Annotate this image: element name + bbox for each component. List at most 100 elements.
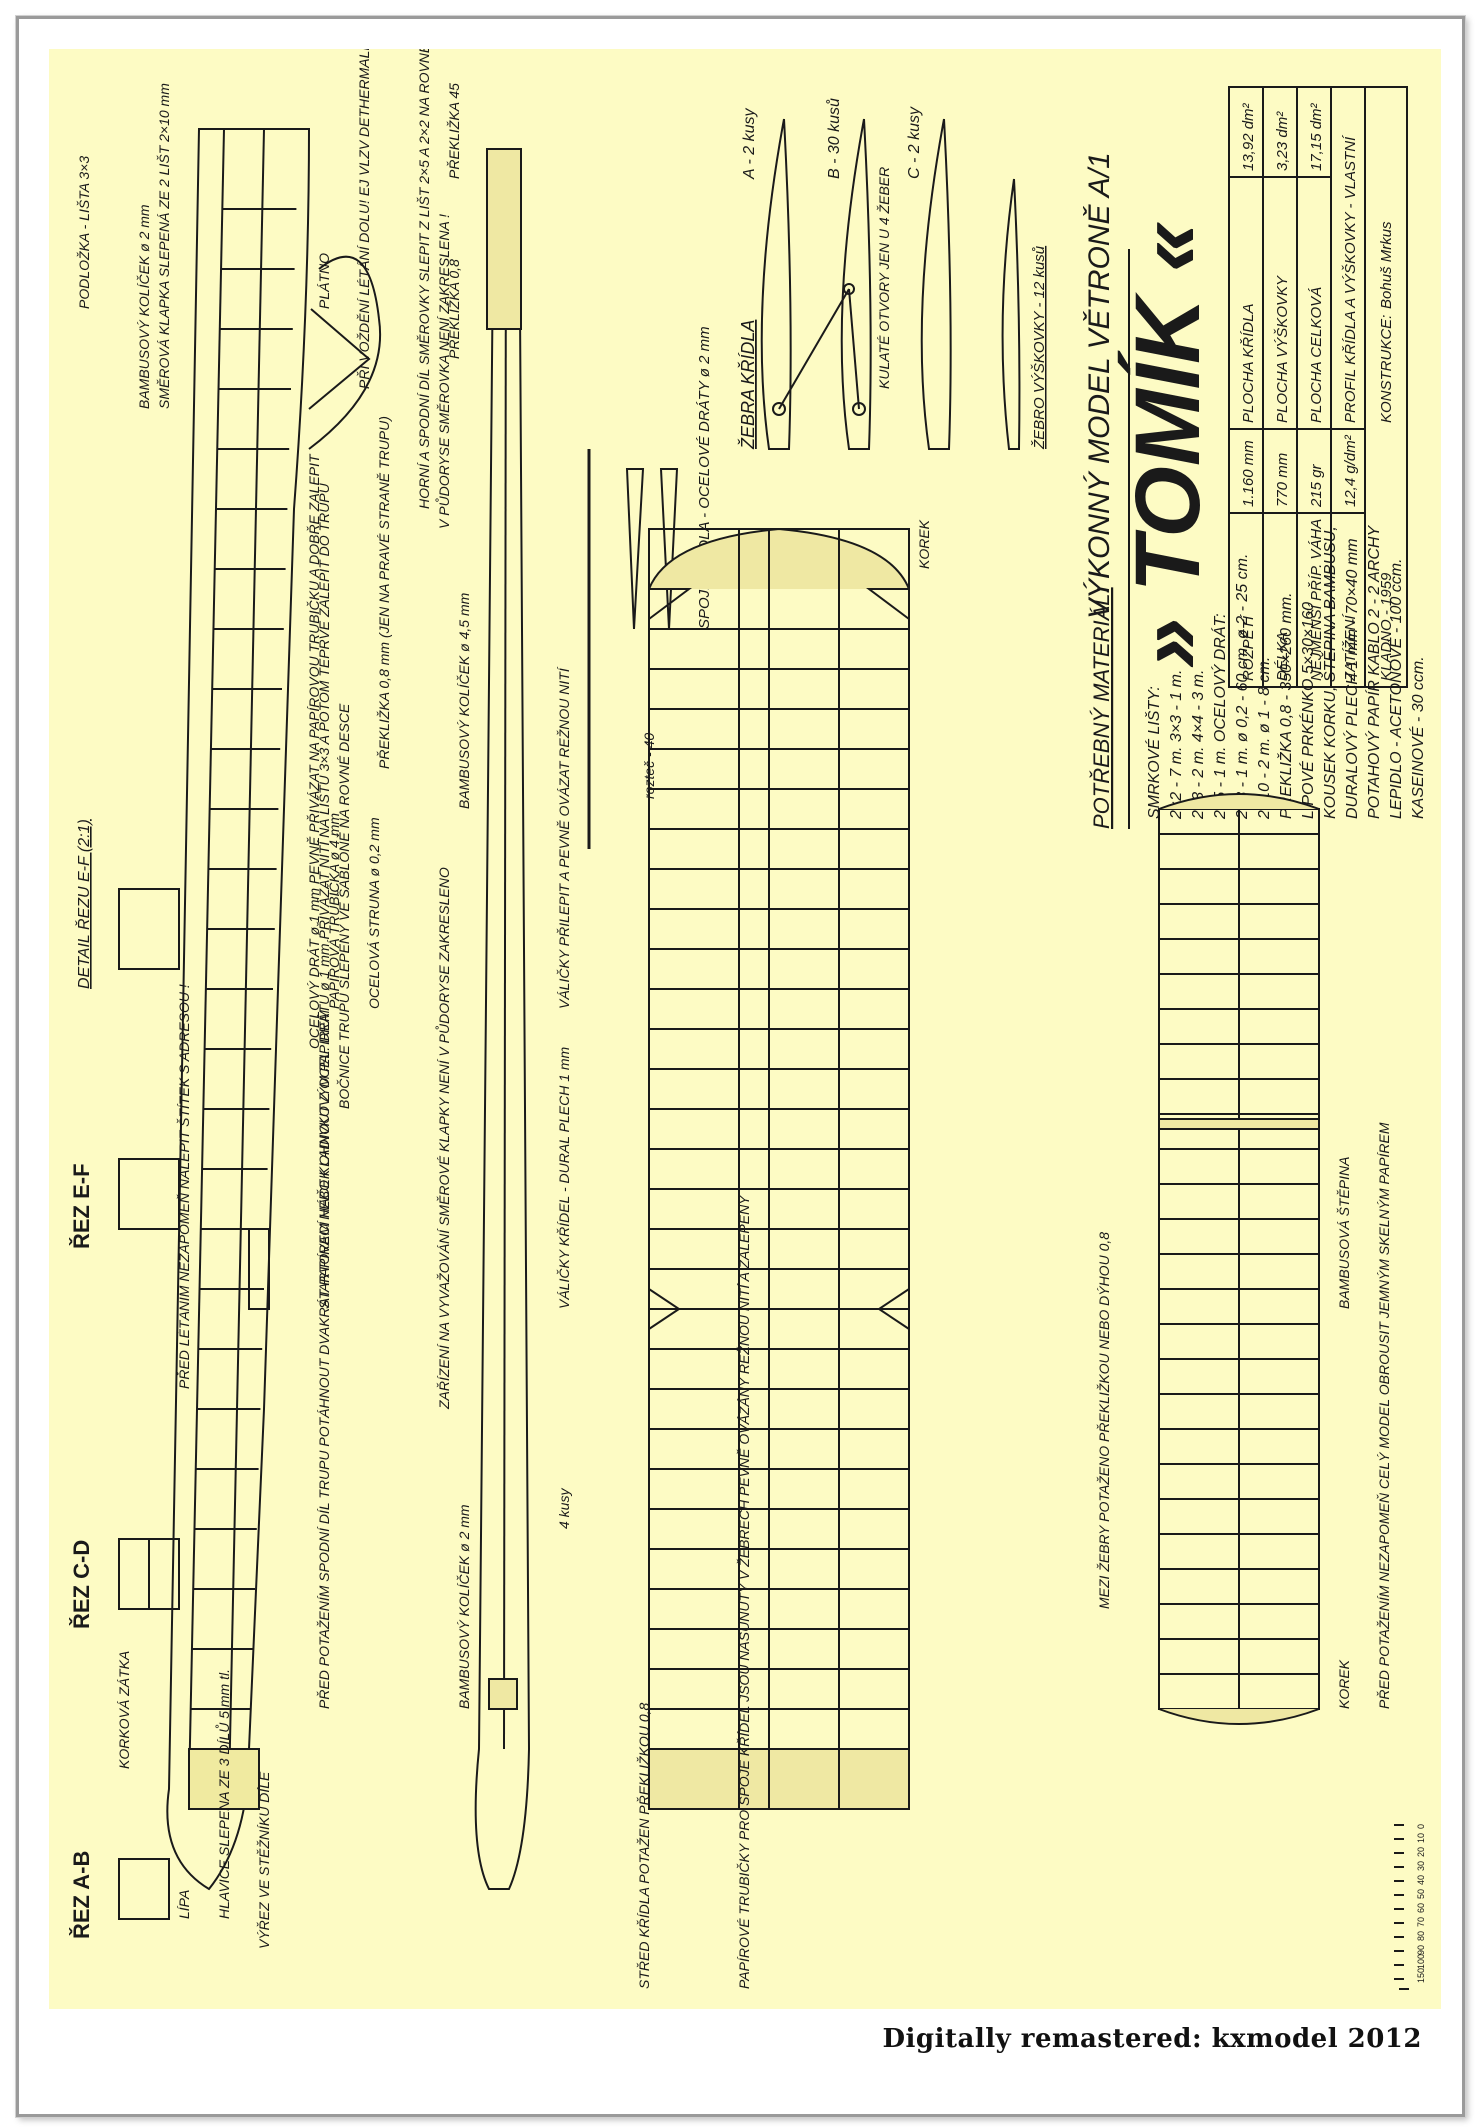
materials-line: PŘEKLIŽKA 0,8 - 350×260 mm. bbox=[1276, 592, 1295, 819]
spec-v1-1: 770 mm bbox=[1274, 453, 1291, 507]
scale-tick-label: 20 bbox=[1416, 1847, 1426, 1857]
section-cd-label: ŘEZ C-D bbox=[69, 1540, 94, 1629]
scale-tick-label: 90 bbox=[1416, 1945, 1426, 1955]
note-stab-before: PŘED POTAŽENÍM NEZAPOMEŇ CELÝ MODEL OBRO… bbox=[1376, 1122, 1392, 1709]
note-wire: OCELOVÝ DRÁT ø 1 mm PEVNĚ PŘIVÁZAT NA PA… bbox=[306, 453, 322, 1049]
note-v-pudorys: V PŮDORYSE SMĚROVKA NENÍ ZAKRESLENA ! bbox=[434, 214, 452, 529]
stab-rib-label: ŽEBRO VÝŠKOVKY - 12 kusů bbox=[1031, 245, 1048, 450]
section-ef-label: ŘEZ E-F bbox=[69, 1163, 94, 1249]
spec-table: ROZPĚTÍ 1.160 mm PLOCHA KŘÍDLA 13,92 dm²… bbox=[1228, 86, 1408, 688]
remaster-credit: Digitally remastered: kxmodel 2012 bbox=[882, 2024, 1422, 2054]
note-platno: PLÁTNO bbox=[316, 253, 332, 309]
spec-designer: Bohuš Mrkus bbox=[1378, 221, 1395, 309]
note-hook: STARTOVACÍ HÁČEK OHNOUT Z OCEL. DRÁTU ø … bbox=[316, 482, 332, 1309]
note-sides: BOČNICE TRUPU SLEPENY VE ŠABLONĚ NA ROVN… bbox=[336, 703, 352, 1109]
spec-design-label: KONSTRUKCE: bbox=[1378, 315, 1395, 423]
note-smerova: SMĚROVÁ KLAPKA SLEPENÁ ZE 2 LIŠT 2×10 mm bbox=[156, 83, 172, 409]
plan-svg: VÝKONNÝ MODEL VĚTRONĚ A/1 » TOMÍK « bbox=[69, 49, 1427, 1990]
materials-line: KASEINOVÉ - 30 ccm. bbox=[1408, 656, 1427, 819]
materials-line: 2×8 - 1 m. ø 0,2 - 60 cm, ø 2 - 25 cm. bbox=[1234, 554, 1251, 820]
stab-korek: KOREK bbox=[1336, 1659, 1352, 1709]
spec-k1-0: ROZPĚTÍ bbox=[1240, 613, 1257, 681]
scale-tick-label: 80 bbox=[1416, 1931, 1426, 1941]
note-lipa: LÍPA bbox=[176, 1890, 192, 1919]
stab-plan: KOREK bbox=[1158, 793, 1352, 1725]
wing-plan: rozteč - 40 KOREK bbox=[587, 449, 932, 1810]
materials-line: LIPOVÉ PRKÉNKO 5×30×160 bbox=[1298, 602, 1317, 819]
materials-lines: SMRKOVÉ LIŠTY:2×2 - 7 m. 3×3 - 1 m.2×3 -… bbox=[1144, 525, 1427, 820]
rib-holes-label: KULATÉ OTVORY JEN U 4 ŽEBER bbox=[876, 167, 892, 389]
note-name-plate: PŘED LÉTÁNÍM NEZAPOMEŇ NALEPIT ŠTÍTEK S … bbox=[176, 984, 192, 1389]
spec-k1-2: NEJMENŠÍ PŘÍP. VÁHA bbox=[1308, 519, 1325, 681]
note-podlozka: PODLOŽKA - LIŠTA 3×3 bbox=[76, 156, 92, 309]
materials-line: 2×5 - 1 m. OCELOVÝ DRÁT: bbox=[1210, 613, 1229, 820]
note-cork: KORKOVÁ ZÁTKA bbox=[116, 1651, 132, 1769]
note-bamboo-45: BAMBUSOVÝ KOLÍČEK ø 4,5 mm bbox=[456, 592, 472, 809]
scale-tick-label: 40 bbox=[1416, 1875, 1426, 1885]
note-bamboo-pin: BAMBUSOVÝ KOLÍČEK ø 2 mm bbox=[136, 204, 152, 409]
spec-v1-0: 1.160 mm bbox=[1240, 440, 1257, 507]
note-bamboo-2: BAMBUSOVÝ KOLÍČEK ø 2 mm bbox=[456, 1504, 472, 1709]
scale-tick-label: 100 bbox=[1416, 1954, 1426, 1969]
note-fly: PŘI VOŽDĚNÍ LÉTÁNÍ DOLU! EJ VLZV DETHERM… bbox=[356, 49, 372, 389]
note-stab-between: MEZI ŽEBRY POTAŽENO PŘEKLIŽKOU NEBO DÝHO… bbox=[1096, 1232, 1112, 1609]
spec-v2-2: 17,15 dm² bbox=[1308, 102, 1325, 171]
spec-k2-1: PLOCHA VÝŠKOVKY bbox=[1274, 275, 1291, 423]
spec-k1-1: DÉLKA bbox=[1274, 632, 1291, 681]
fuselage-verticals bbox=[190, 208, 297, 1710]
scale-tick-label: 30 bbox=[1416, 1861, 1426, 1871]
note-tube: PAPÍROVÁ TRUBIČKA ø 4 mm bbox=[326, 813, 342, 1009]
materials-line: POTAHOVÝ PAPÍR KABLO 2 - 2 ARCHY bbox=[1364, 525, 1383, 819]
materials-heading: POTŘEBNÝ MATERIÁL: bbox=[1089, 587, 1114, 829]
note-string: OCELOVÁ STRUNA ø 0,2 mm bbox=[366, 817, 382, 1009]
wing-rib-lines bbox=[649, 628, 909, 1750]
note-center: STŘED KŘÍDLA POTAŽEN PŘEKLIŽKOU 0,8 bbox=[636, 1702, 652, 1989]
title-line1: VÝKONNÝ MODEL VĚTRONĚ A/1 bbox=[1083, 152, 1116, 619]
note-prekl-half: PŘEKLIŽKA 0,8 mm (JEN NA PRAVÉ STRANĚ TR… bbox=[376, 416, 392, 769]
scale-tick-label: 150 bbox=[1416, 1968, 1426, 1983]
spec-k2-3: PROFIL KŘÍDLA A VÝŠKOVKY - VLASTNÍ bbox=[1342, 134, 1359, 423]
rib-a-label: A - 2 kusy bbox=[741, 107, 758, 180]
fuselage-top-view bbox=[474, 148, 531, 1890]
plan-sheet: VÝKONNÝ MODEL VĚTRONĚ A/1 » TOMÍK « bbox=[49, 49, 1441, 2009]
scale-tick-label: 50 bbox=[1416, 1889, 1426, 1899]
note-pieces4: 4 kusy bbox=[556, 1488, 572, 1529]
note-prekl-08: PŘEKLIŽKA 0,8 bbox=[446, 259, 462, 359]
note-stab-bamboo: BAMBUSOVÁ ŠTĚPINA bbox=[1336, 1157, 1352, 1309]
sections: ŘEZ A-B ŘEZ C-D ŘEZ E-F DETAIL ŘEZU E-F … bbox=[69, 819, 180, 1939]
materials-line: 2×3 - 2 m. 4×4 - 3 m. bbox=[1190, 670, 1207, 820]
title-block: VÝKONNÝ MODEL VĚTRONĚ A/1 » TOMÍK « bbox=[1083, 152, 1219, 669]
note-vyrez: VÝŘEZ VE STĚŽNÍKU DÍLE bbox=[256, 1771, 272, 1949]
materials-line: KOUSEK KORKU, ŠTĚPINA BAMBUSU, bbox=[1320, 526, 1339, 819]
fuselage-side-view bbox=[166, 128, 382, 1891]
scale-tick-label: 0 bbox=[1416, 1824, 1426, 1829]
spec-v2-1: 3,23 dm² bbox=[1274, 111, 1291, 171]
spec-place: KLADNO - 1959 bbox=[1378, 572, 1395, 681]
rotated-drawing: VÝKONNÝ MODEL VĚTRONĚ A/1 » TOMÍK « bbox=[49, 49, 1441, 2009]
note-prekl-45: PŘEKLIŽKA 45 bbox=[446, 83, 462, 179]
note-head: HLAVICE SLEPENA ZE 3 DÍLŮ 5 mm tl. bbox=[214, 1669, 232, 1919]
spec-k2-2: PLOCHA CELKOVÁ bbox=[1308, 287, 1325, 423]
model-name: » TOMÍK « bbox=[1117, 221, 1219, 669]
wing-ribs: ŽEBRA KŘÍDLA A - 2 kusy B - 30 kusů C - … bbox=[625, 98, 1048, 630]
spec-v2-0: 13,92 dm² bbox=[1240, 102, 1257, 171]
note-kolik: VÁLIČKY PŘILEPIT A PEVNĚ OVÁZAT REŽNOU N… bbox=[556, 666, 572, 1009]
spec-k1-3: ZATÍŽENÍ bbox=[1342, 613, 1359, 682]
detail-ef-label: DETAIL ŘEZU E-F (2:1) bbox=[74, 819, 93, 989]
note-before-cover: PŘED POTAŽENÍM SPODNÍ DÍL TRUPU POTÁHNOU… bbox=[316, 1010, 332, 1709]
materials-line: LEPIDLO - ACETONOVÉ - 100 ccm. bbox=[1386, 558, 1405, 819]
wing-roztec: rozteč - 40 bbox=[641, 733, 657, 799]
stab-rib-lines bbox=[1159, 833, 1319, 1675]
section-ab-label: ŘEZ A-B bbox=[69, 1851, 94, 1939]
page-frame: VÝKONNÝ MODEL VĚTRONĚ A/1 » TOMÍK « bbox=[16, 16, 1465, 2117]
rib-b-label: B - 30 kusů bbox=[825, 98, 843, 179]
spec-v1-2: 215 gr bbox=[1308, 463, 1325, 508]
materials-line: SMRKOVÉ LIŠTY: bbox=[1144, 686, 1163, 819]
wing-ribs-label: ŽEBRA KŘÍDLA bbox=[738, 320, 758, 450]
wing-korek: KOREK bbox=[916, 519, 932, 569]
annotations: HORNÍ A SPODNÍ DÍL SMĚROVKY SLEPIT Z LIŠ… bbox=[76, 49, 1392, 1989]
materials-list: POTŘEBNÝ MATERIÁL: SMRKOVÉ LIŠTY:2×2 - 7… bbox=[1089, 249, 1427, 829]
scale-tick-label: 70 bbox=[1416, 1917, 1426, 1927]
